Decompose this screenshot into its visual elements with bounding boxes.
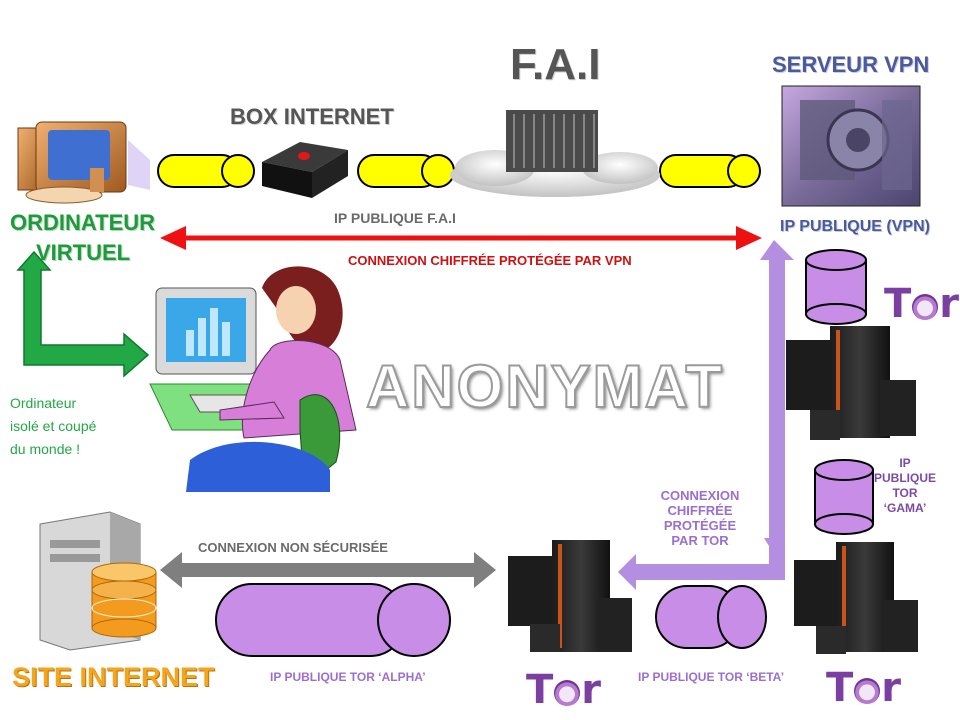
ip-tor-gama-line4: ‘GAMA’ — [883, 501, 927, 515]
connexion-tor-line4: PAR TOR — [671, 533, 729, 548]
ip-tor-gama-line1: IP — [899, 456, 911, 470]
database-icon-vpn — [805, 249, 867, 325]
computer-icon — [17, 121, 150, 204]
pipe-beta — [655, 585, 767, 649]
isolated-note: Ordinateur isolé et coupé du monde ! — [10, 392, 96, 461]
vpn-arrow — [160, 226, 762, 250]
site-internet-title: SITE INTERNET — [12, 662, 215, 692]
ip-tor-gama-line2: PUBLIQUE — [873, 471, 936, 485]
pipe-2 — [357, 154, 455, 188]
ip-publique-vpn-label: IP PUBLIQUE (VPN) — [780, 218, 930, 235]
ip-tor-alpha-label: IP PUBLIQUE TOR ‘ALPHA’ — [270, 670, 426, 684]
tor-logo-r: r — [939, 281, 960, 327]
tor-logo-t: T — [826, 665, 854, 711]
onion-icon — [854, 678, 881, 704]
serveur-vpn-title: SERVEUR VPN — [772, 52, 930, 77]
ip-tor-gama-line3: TOR — [892, 486, 918, 500]
fai-title: F.A.I — [510, 40, 601, 89]
unsecured-arrow — [160, 552, 496, 588]
onion-icon — [554, 680, 581, 706]
vault-icon — [781, 85, 921, 207]
database-icon-gama — [814, 459, 874, 535]
onion-icon — [912, 294, 939, 320]
isolated-note-line3: du monde ! — [10, 441, 81, 457]
database-icon-site — [91, 562, 157, 638]
ordinateur-title: ORDINATEUR — [10, 210, 156, 235]
anonymat-title: ANONYMAT — [365, 352, 725, 421]
connexion-tor-line2: CHIFFRÉE — [667, 503, 733, 518]
tor-logo-t: T — [526, 667, 554, 713]
tor-logo-r: r — [581, 667, 602, 713]
tor-logo-r: r — [881, 665, 902, 711]
tor-logo-t: T — [884, 281, 912, 327]
server-rack-icon-3 — [508, 540, 632, 652]
connexion-tor-line1: CONNEXION — [660, 488, 740, 503]
connexion-tor-line3: PROTÉGÉE — [663, 518, 737, 533]
virtuel-title: VIRTUEL — [36, 240, 131, 265]
box-internet-title: BOX INTERNET — [230, 104, 394, 129]
box-icon — [262, 142, 348, 198]
tor-arrow — [618, 240, 794, 590]
fai-server-icon — [450, 110, 660, 197]
pipe-alpha — [215, 583, 451, 657]
connexion-vpn-label: CONNEXION CHIFFRÉE PROTÉGÉE PAR VPN — [348, 253, 632, 268]
isolated-note-line1: Ordinateur — [10, 395, 77, 411]
pipe-1 — [157, 154, 255, 188]
pipe-3 — [659, 154, 761, 188]
connexion-non-securisee-label: CONNEXION NON SÉCURISÉE — [198, 540, 388, 555]
ip-tor-gama-label: IP PUBLIQUE TOR ‘GAMA’ — [872, 456, 938, 516]
web-server-icon — [39, 511, 157, 651]
ip-publique-fai-label: IP PUBLIQUE F.A.I — [334, 210, 456, 226]
server-rack-icon-2 — [794, 542, 918, 654]
user-at-computer-icon — [149, 266, 357, 492]
ip-tor-beta-label: IP PUBLIQUE TOR ‘BETA’ — [638, 670, 785, 684]
isolation-arrow — [16, 250, 150, 378]
connexion-tor-label: CONNEXION CHIFFRÉE PROTÉGÉE PAR TOR — [640, 488, 760, 548]
server-rack-icon-1 — [786, 326, 916, 440]
isolated-note-line2: isolé et coupé — [10, 418, 97, 434]
